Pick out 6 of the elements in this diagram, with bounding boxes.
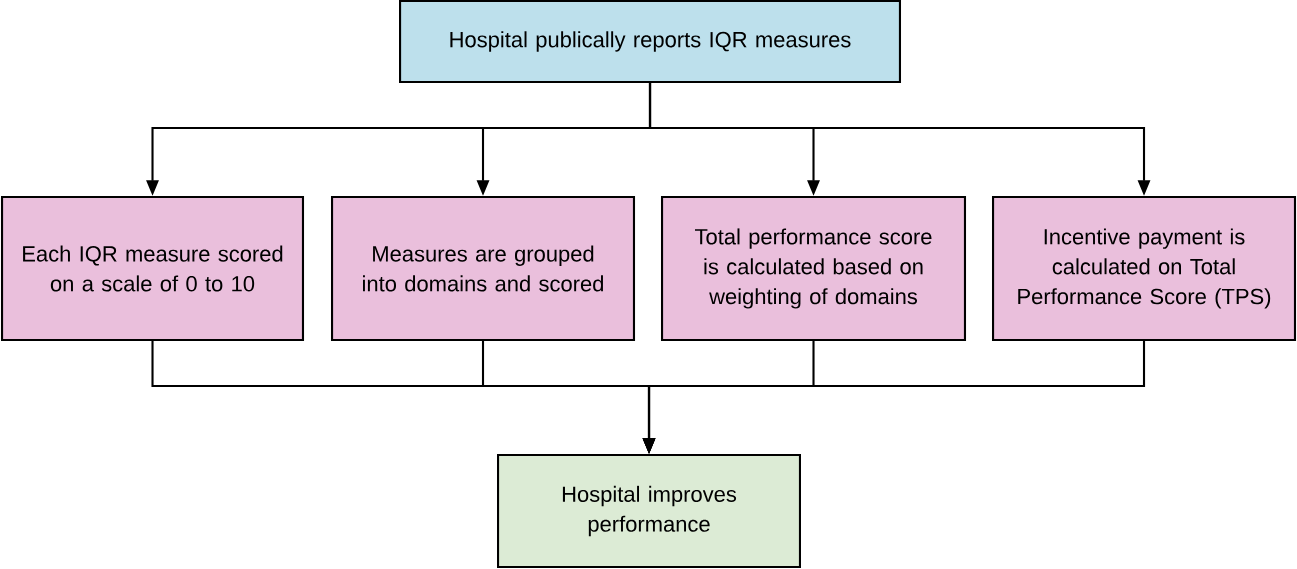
process-box: Hospital improves performance: [497, 453, 802, 569]
process-box: Each IQR measure scored on a scale of 0 to 10: [1, 195, 305, 342]
process-box: Measures are grouped into domains and scored: [331, 195, 636, 342]
process-box: Total performance score is calculated based on weighting of domains: [661, 195, 967, 342]
process-box: Hospital publically reports IQR measures: [399, 0, 901, 84]
process-box: Incentive payment is calculated on Total Performance Score (TPS): [992, 195, 1297, 342]
